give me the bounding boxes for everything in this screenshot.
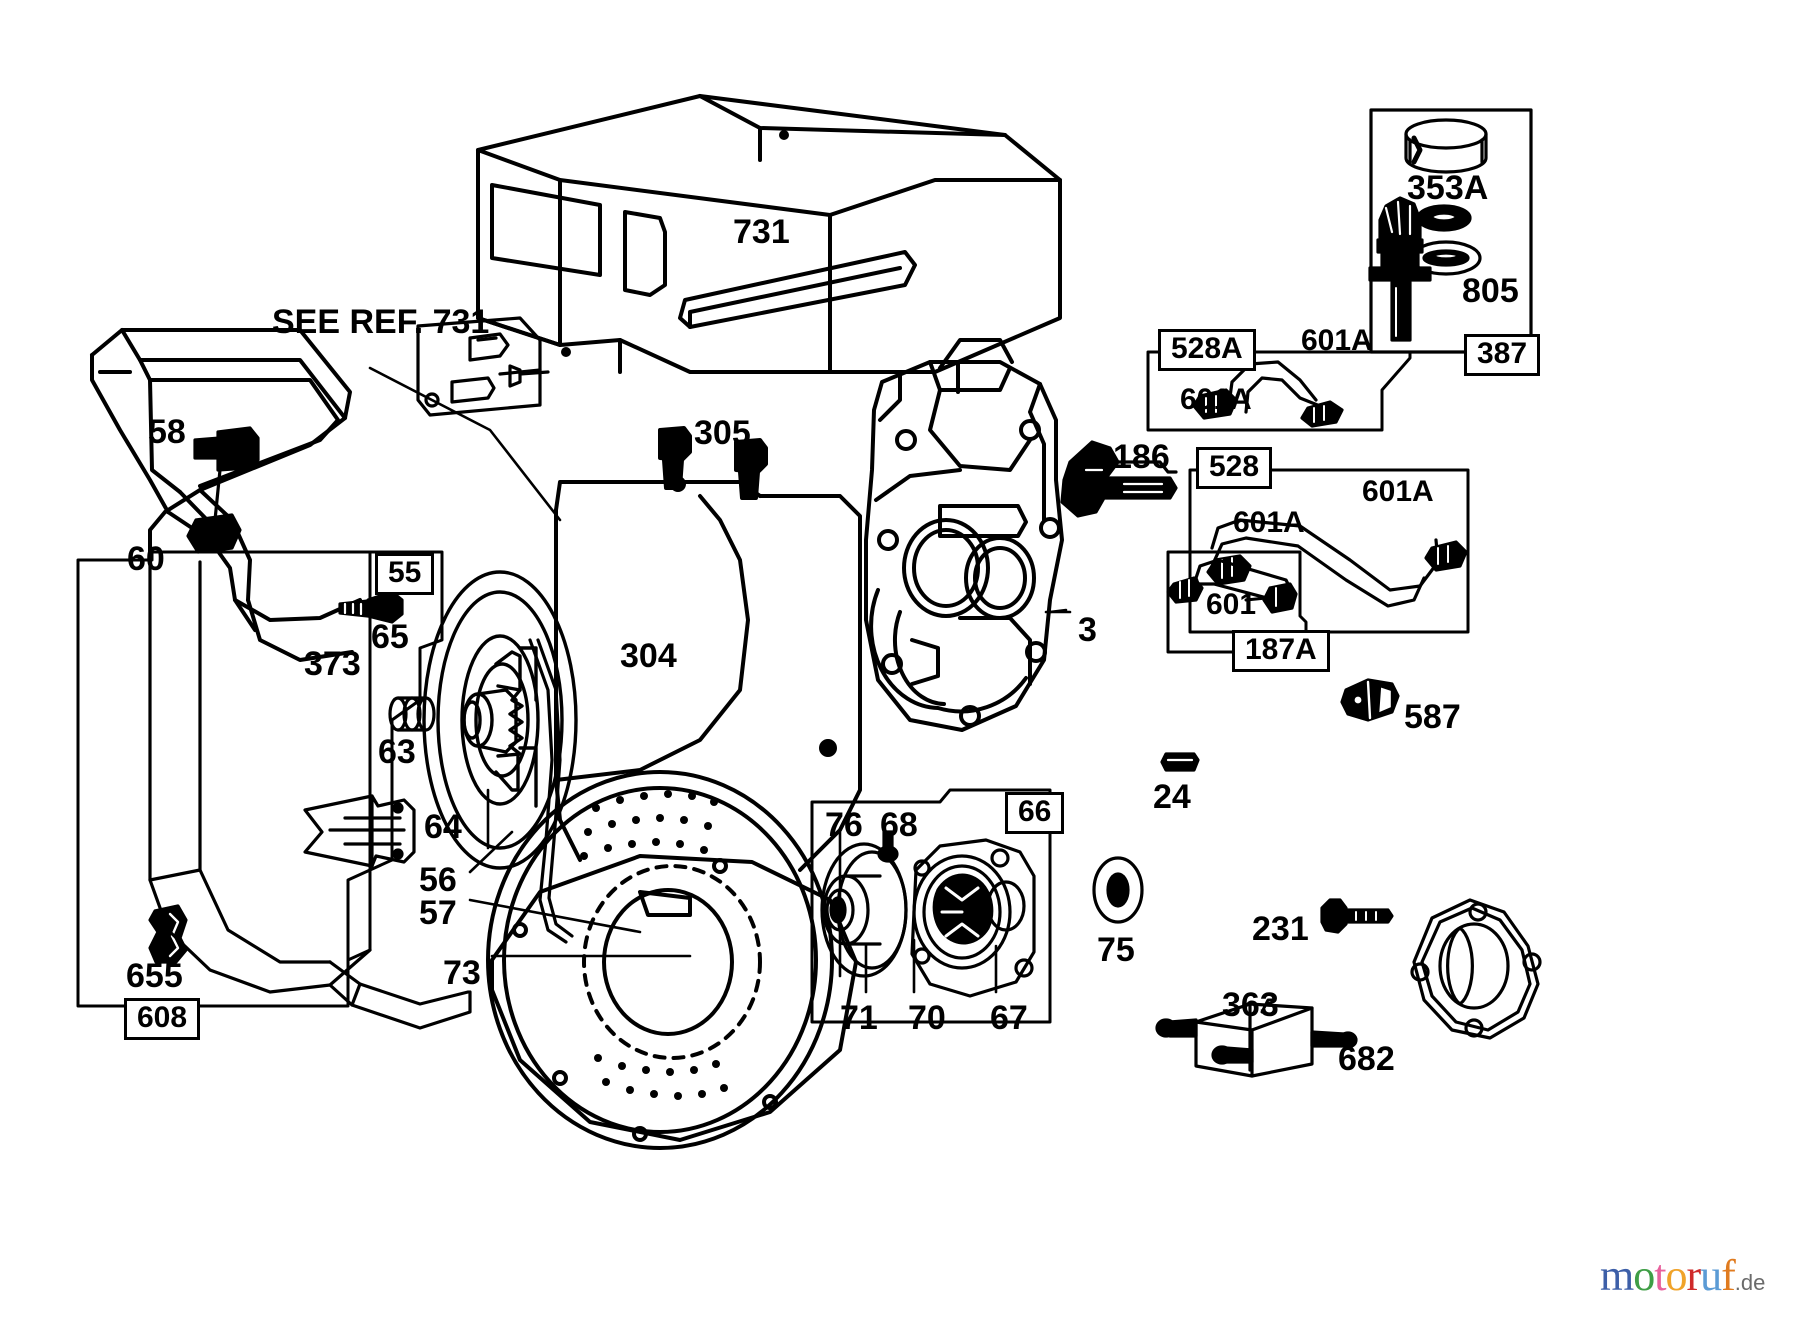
part-spring-63 (388, 696, 436, 732)
part-switch-363 (1155, 998, 1358, 1078)
callout-373: 373 (304, 645, 361, 683)
part-washer-75 (1092, 856, 1144, 924)
callout-601A-528-left: 601A (1233, 506, 1305, 539)
callout-731: 731 (733, 213, 790, 251)
leader-see-ref-731 (368, 366, 562, 522)
callout-587: 587 (1404, 698, 1461, 736)
group-label-528A: 528A (1158, 329, 1256, 371)
group-box-608 (76, 550, 372, 1008)
callout-186: 186 (1113, 438, 1170, 476)
callout-75: 75 (1097, 931, 1135, 969)
callout-601A-528A-left: 601A (1180, 383, 1252, 416)
note-see-ref-731: SEE REF. 731 (272, 303, 490, 341)
part-oil-pump-70 (910, 838, 1036, 998)
part-hose-528A (1192, 360, 1344, 428)
group-box-528A (1146, 350, 1412, 432)
part-hose-528 (1206, 518, 1468, 608)
callout-304: 304 (620, 637, 677, 675)
group-label-608: 608 (124, 998, 201, 1040)
callout-73: 73 (443, 954, 481, 992)
callout-56: 56 (419, 861, 457, 899)
part-blower-shield-60 (148, 558, 472, 1030)
group-label-187A: 187A (1232, 630, 1330, 672)
motoruf-watermark: motoruf.de (1600, 1250, 1765, 1301)
callout-682: 682 (1338, 1040, 1395, 1078)
callout-57: 57 (419, 894, 457, 932)
part-screw-305 (658, 426, 768, 500)
part-blower-housing-304 (486, 426, 862, 1150)
part-tank-bracket (416, 316, 550, 417)
group-box-66 (810, 788, 1052, 1024)
callout-601: 601 (1206, 588, 1257, 621)
callout-601A-528A-right: 601A (1301, 324, 1373, 357)
part-screw-65 (338, 590, 404, 624)
callout-65: 65 (371, 618, 409, 656)
part-deflector-64 (303, 794, 416, 868)
callout-67: 67 (990, 999, 1028, 1037)
callout-305: 305 (694, 414, 751, 452)
part-handle-60 (90, 328, 362, 662)
callout-68: 68 (880, 806, 918, 844)
watermark-suffix: .de (1734, 1270, 1766, 1295)
part-dipstick-387 (1368, 196, 1432, 342)
part-seal-71 (820, 842, 908, 978)
group-box-387 (1369, 108, 1533, 354)
callout-805: 805 (1462, 272, 1519, 310)
callout-655: 655 (126, 957, 183, 995)
part-clip-587 (1340, 678, 1400, 722)
callout-71: 71 (840, 999, 878, 1037)
callout-231: 231 (1252, 910, 1309, 948)
callout-3: 3 (1078, 611, 1097, 649)
callout-24: 24 (1153, 778, 1191, 816)
part-pin-68 (877, 830, 899, 863)
group-label-66: 66 (1005, 792, 1065, 834)
group-label-55: 55 (375, 553, 435, 595)
part-clip-655 (148, 904, 188, 964)
part-screw-58 (186, 426, 260, 554)
part-fuel-cap-353A (1404, 118, 1488, 174)
group-box-187A (1166, 550, 1308, 654)
group-label-387: 387 (1464, 334, 1541, 376)
part-hose-601-187A (1166, 558, 1298, 614)
part-tube-186 (1060, 440, 1178, 518)
callout-58: 58 (148, 413, 186, 451)
callout-601A-528-right: 601A (1362, 475, 1434, 508)
callout-353A: 353A (1407, 169, 1489, 207)
callout-76: 76 (825, 806, 863, 844)
part-screw-231 (1320, 898, 1394, 934)
callout-64: 64 (424, 808, 462, 846)
callout-70: 70 (908, 999, 946, 1037)
part-key-24 (1160, 752, 1200, 772)
watermark-letters: motoruf (1600, 1251, 1736, 1300)
callout-63: 63 (378, 733, 416, 771)
group-label-528: 528 (1196, 447, 1273, 489)
part-oring-805 (1410, 204, 1482, 276)
group-box-55 (346, 550, 444, 962)
part-rewind-pulley-56 (422, 570, 578, 870)
callout-363: 363 (1222, 986, 1279, 1024)
leader-56 (468, 830, 514, 874)
callout-60: 60 (127, 540, 165, 578)
part-gasket-682 (1410, 898, 1542, 1040)
part-crankcase-cover-3 (864, 338, 1064, 732)
